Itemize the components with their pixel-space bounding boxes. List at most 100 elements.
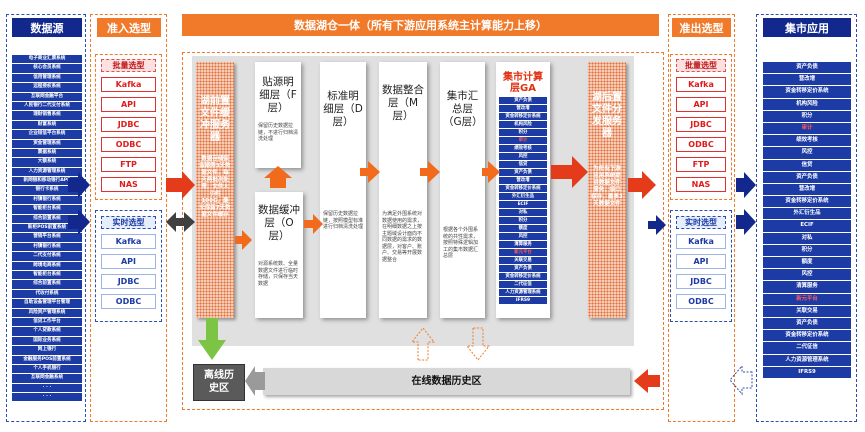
ingest-realtime-tag: API xyxy=(101,254,156,269)
market-item: IFRS9 xyxy=(763,366,851,378)
market-item: 风控 xyxy=(763,147,851,159)
market-item: 二代征信 xyxy=(763,342,851,354)
source-item: 新柜POS前置系统 xyxy=(12,224,82,233)
egress-batch-tag: ODBC xyxy=(676,137,726,152)
source-item: 营销平台系统 xyxy=(12,233,82,242)
ga-item: 风控 xyxy=(499,152,547,161)
summary-layer-desc: 根据各个外围系统的共性需求，按照特殊逻辑加工的集市数据汇总层 xyxy=(443,227,479,259)
ingest-realtime-tag: Kafka xyxy=(101,234,156,249)
ingest-batch-tag: ODBC xyxy=(101,137,156,152)
source-item: 智能柜台系统 xyxy=(12,205,82,214)
source-item: 综合前置系统 xyxy=(12,214,82,224)
paste-layer-desc: 保留历史数据拉链，不进行归档清洗处理 xyxy=(258,123,299,142)
source-item: 信用管理系统 xyxy=(12,73,82,83)
ingest-batch-tag: FTP xyxy=(101,157,156,172)
market-item: 清算服务 xyxy=(763,281,851,293)
source-item: 村镇银行系统 xyxy=(12,242,82,252)
pre-buffer-title: 湖前置文件缓冲服务器 xyxy=(200,96,230,143)
summary-layer: 集市汇总层（G层） 根据各个外围系统的共性需求，按照特殊逻辑加工的集市数据汇总层 xyxy=(440,62,485,318)
ingest-realtime-box xyxy=(95,210,162,322)
market-item: 关联交易 xyxy=(763,305,851,317)
egress-header: 准出选型 xyxy=(672,18,731,37)
source-item: 综合前置系统 xyxy=(12,280,82,289)
source-item: 个人贷款系统 xyxy=(12,327,82,336)
market-header: 集市应用 xyxy=(763,18,851,37)
integrate-layer-desc: 为满足外围系统对数据使用的需求，在明细数据之上按主题域设计面向不同数据的需求的数… xyxy=(382,211,423,263)
market-item: 营改增 xyxy=(763,74,851,86)
ga-item: 风控 xyxy=(499,232,547,241)
market-item: 营改增 xyxy=(763,183,851,196)
ga-item: 额度 xyxy=(499,224,547,233)
ga-item: 二代征信 xyxy=(499,280,547,289)
market-panel xyxy=(756,14,857,422)
standard-layer: 标准明细层（D层） 保留历史数据拉链，按照模型标准进行归档清洗处理 xyxy=(320,62,366,318)
integrate-layer-title: 数据整合层（M层） xyxy=(382,84,424,122)
integrate-layer: 数据整合层（M层） 为满足外围系统对数据使用的需求，在明细数据之上按主题域设计面… xyxy=(379,62,427,318)
source-item: 代收付系统 xyxy=(12,289,82,299)
source-item: 核心会员系统 xyxy=(12,64,82,73)
ingest-batch-tag: JDBC xyxy=(101,117,156,132)
source-item: 财富系统 xyxy=(12,120,82,130)
egress-realtime-tag: ODBC xyxy=(676,294,726,309)
post-buffer-desc: 为所有下游应用系统提供数据文件服务，接口保存，最多3天数据文件 xyxy=(591,166,623,207)
market-item: 外汇衍生品 xyxy=(763,208,851,220)
market-item: 资金转移定价系统 xyxy=(763,196,851,208)
egress-realtime-box xyxy=(670,210,732,322)
ga-item: 资产负债 xyxy=(499,168,547,177)
egress-batch-tag: API xyxy=(676,97,726,112)
offline-history-zone: 离线历史区 xyxy=(193,364,245,401)
market-item: 资产负债 xyxy=(763,171,851,183)
source-item: 大额系统 xyxy=(12,158,82,167)
source-item: 互联网金融平台 xyxy=(12,92,82,101)
ga-list: 资产负债营改增资金转移定价系统机构风险积分审计绩效考核风控信贷资产负债营改增资金… xyxy=(499,97,547,304)
ga-item: 新元平台 xyxy=(499,248,547,257)
source-item: 网上银行 xyxy=(12,346,82,355)
ga-item: 资产负债 xyxy=(499,264,547,273)
source-item: 新网银和移动银行APP xyxy=(12,177,82,186)
ga-item: 营改增 xyxy=(499,104,547,113)
source-item: 自助设备管理平台管理 xyxy=(12,299,82,308)
source-header: 数据源 xyxy=(12,18,82,37)
ga-item: 资金转移定价系统 xyxy=(499,184,547,193)
ga-item: 绩效考核 xyxy=(499,144,547,153)
market-item: 人力资源管理系统 xyxy=(763,354,851,366)
source-item: 跨境电商系统 xyxy=(12,261,82,270)
ga-item: 积分 xyxy=(499,128,547,137)
market-item: 资产负债 xyxy=(763,62,851,74)
ga-item: ECIF xyxy=(499,200,547,209)
ga-item: IFRS9 xyxy=(499,296,547,304)
ga-item: 清算服务 xyxy=(499,240,547,249)
market-item: 积分 xyxy=(763,110,851,122)
ga-item: 对私 xyxy=(499,208,547,217)
source-item: 银行卡系统 xyxy=(12,186,82,195)
ga-layer-title: 集市计算层GA xyxy=(503,72,543,94)
market-item: 绩效考核 xyxy=(763,135,851,147)
ga-item: 人力资源管理系统 xyxy=(499,288,547,297)
source-item: 人力资源管理系统 xyxy=(12,167,82,177)
ingest-batch-title: 批量选型 xyxy=(101,59,156,72)
egress-batch-tag: NAS xyxy=(676,177,726,192)
ga-item: 资金转移定价系统 xyxy=(499,112,547,121)
arrow-egress-to-market-realtime xyxy=(736,209,756,235)
ga-item: 外汇衍生品 xyxy=(499,192,547,201)
market-item: 积分 xyxy=(763,244,851,256)
ingest-realtime-tag: ODBC xyxy=(101,294,156,309)
ingest-realtime-title: 实时选型 xyxy=(101,216,156,229)
standard-layer-desc: 保留历史数据拉链，按照模型标准进行归档清洗处理 xyxy=(323,211,364,230)
source-list: 电子商业汇票系统核心会员系统信用管理系统远程授权系统互联网金融平台人民银行二代支… xyxy=(12,55,82,402)
market-item: 机构风险 xyxy=(763,98,851,110)
source-item: 理财销售系统 xyxy=(12,111,82,120)
source-item: 企业短信平台系统 xyxy=(12,130,82,139)
source-item: 金融服务POS前置系统 xyxy=(12,355,82,364)
buffer-layer: 数据缓冲层（O层） 对源系统数、全量数据文件进行临时存储，只保存当天数据 xyxy=(255,192,303,318)
source-item: 电子商业汇票系统 xyxy=(12,55,82,64)
egress-realtime-tag: API xyxy=(676,254,726,269)
lake-header: 数据湖仓一体（所有下游应用系统主计算能力上移） xyxy=(182,14,659,36)
ingest-batch-box xyxy=(95,54,162,200)
egress-batch-box xyxy=(670,54,732,200)
market-item: ECIF xyxy=(763,220,851,232)
ga-item: 积分 xyxy=(499,216,547,225)
market-item: 信贷 xyxy=(763,159,851,171)
ga-item: 审计 xyxy=(499,136,547,145)
ga-item: 关联交易 xyxy=(499,256,547,265)
